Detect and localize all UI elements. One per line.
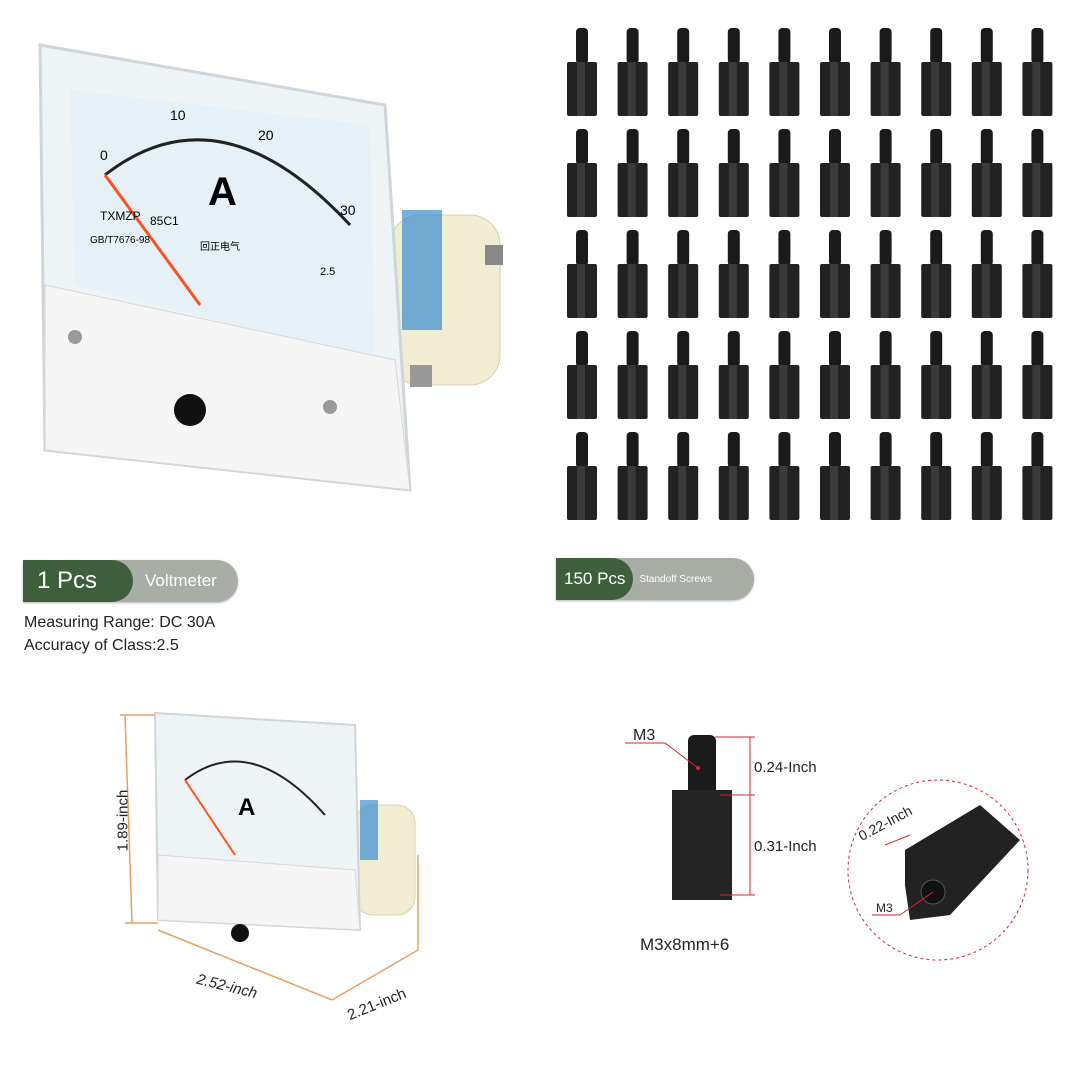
standoff-screw <box>921 432 952 520</box>
spec-range: Measuring Range: DC 30A <box>24 614 216 631</box>
standoff-screw <box>668 230 699 318</box>
model-label: 85C1 <box>150 214 179 228</box>
standoff-screw <box>567 432 597 520</box>
spec-accuracy: Accuracy of Class:2.5 <box>24 637 179 654</box>
standoff-screw <box>870 331 901 419</box>
standoff-screw <box>971 432 1002 520</box>
standoff-badge: 150 Pcs Standoff Screws <box>556 558 754 600</box>
voltmeter-name: Voltmeter <box>145 571 217 590</box>
standoff-name: Standoff Screws <box>639 573 713 585</box>
thread-size-label: M3 <box>633 727 656 744</box>
standoff-screw <box>870 230 901 318</box>
standoff-screw <box>1022 129 1053 217</box>
standoff-screw <box>1022 28 1053 116</box>
standoff-screw <box>668 28 699 116</box>
standoff-screw <box>971 331 1002 419</box>
class-label: 2.5 <box>320 266 335 278</box>
scale-label-0: 0 <box>100 147 108 163</box>
meter-back-body <box>389 210 503 387</box>
standoff-screw <box>820 28 850 116</box>
ammeter-photo: 0 10 20 30 A TXMZP 85C1 GB/T7676-98 回正电气… <box>38 43 503 492</box>
standoff-screw <box>820 331 850 419</box>
standoff-screw <box>1022 230 1053 318</box>
voltmeter-badge: 1 Pcs Voltmeter <box>23 560 238 602</box>
standoff-screw <box>870 28 901 116</box>
standard-label: GB/T7676-98 <box>90 235 150 246</box>
unit-label: A <box>208 170 237 214</box>
standoff-screw <box>921 230 952 318</box>
standoff-screw <box>769 432 800 520</box>
standoff-screw <box>1022 331 1053 419</box>
ammeter-dimension-drawing: A <box>120 711 419 1001</box>
standoff-qty: 150 Pcs <box>556 558 634 600</box>
standoff-screw <box>820 129 850 217</box>
standoff-size-label: M3x8mm+6 <box>640 935 730 954</box>
standoff-screw <box>718 28 749 116</box>
standoff-screw <box>718 129 749 217</box>
standoff-screw <box>718 230 749 318</box>
standoff-screw <box>971 28 1002 116</box>
standoff-screw <box>971 129 1002 217</box>
standoff-screw <box>718 432 749 520</box>
standoff-screw <box>971 230 1002 318</box>
scale-label-30: 30 <box>340 202 356 218</box>
standoff-screw <box>668 432 699 520</box>
standoff-screw <box>567 129 597 217</box>
standoff-screw <box>617 432 648 520</box>
meter-height-label: 1.89-inch <box>114 789 132 852</box>
standoff-screw <box>668 129 699 217</box>
thread-length-label: 0.24-Inch <box>754 759 817 776</box>
standoff-screw <box>617 331 648 419</box>
standoff-screw <box>870 432 901 520</box>
standoff-grid <box>567 28 1053 520</box>
standoff-dimension-drawing <box>625 735 1029 961</box>
scale-label-10: 10 <box>170 107 186 123</box>
scale-label-20: 20 <box>258 127 274 143</box>
brand-label: TXMZP <box>100 209 141 223</box>
standoff-screw <box>820 432 850 520</box>
standoff-screw <box>921 28 952 116</box>
standoff-screw <box>769 129 800 217</box>
standoff-screw <box>769 28 800 116</box>
standoff-screw <box>617 28 648 116</box>
maker-label: 回正电气 <box>200 240 240 253</box>
svg-text:A: A <box>238 794 255 821</box>
inner-thread-label: M3 <box>876 901 893 915</box>
standoff-screw <box>567 331 597 419</box>
standoff-screw <box>769 230 800 318</box>
standoff-screw <box>921 129 952 217</box>
standoff-screw <box>769 331 800 419</box>
standoff-screw <box>1022 432 1053 520</box>
standoff-screw <box>668 331 699 419</box>
standoff-screw <box>617 230 648 318</box>
standoff-screw <box>820 230 850 318</box>
voltmeter-qty: 1 Pcs <box>23 560 133 602</box>
standoff-screw <box>870 129 901 217</box>
standoff-screw <box>567 28 597 116</box>
standoff-screw <box>718 331 749 419</box>
standoff-screw <box>567 230 597 318</box>
standoff-screw <box>921 331 952 419</box>
body-length-label: 0.31-Inch <box>754 838 817 855</box>
standoff-screw <box>617 129 648 217</box>
